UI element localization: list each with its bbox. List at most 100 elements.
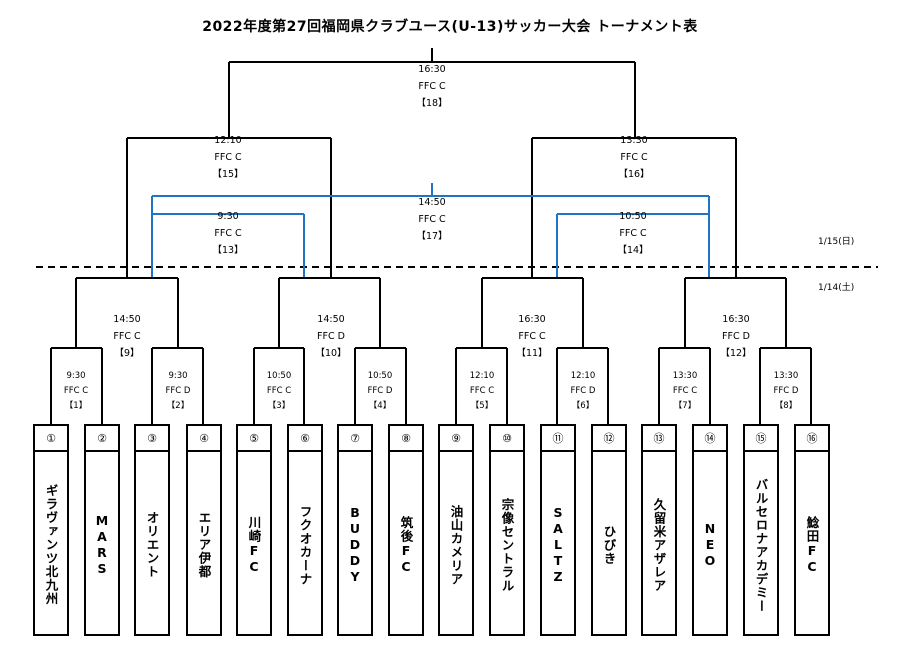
match-no: 【15】 xyxy=(212,169,243,180)
team-number: ⑦ xyxy=(350,432,360,445)
match-venue: FFC C xyxy=(619,228,647,239)
team-name-cell xyxy=(540,450,576,636)
team-name: フクオカーナ xyxy=(297,504,313,586)
team-number-cell xyxy=(438,424,474,452)
match-no: 【1】 xyxy=(65,401,87,411)
match-time: 14:50 xyxy=(317,314,344,325)
match-time: 12:10 xyxy=(470,371,495,381)
team-number-cell xyxy=(186,424,222,452)
team-name-cell xyxy=(489,450,525,636)
bracket-line-round1 xyxy=(50,347,812,425)
match-time: 12:10 xyxy=(571,371,596,381)
match-no: 【3】 xyxy=(268,401,290,411)
day-label-2: 1/15(日) xyxy=(818,236,854,247)
team-name-cell xyxy=(186,450,222,636)
match-time: 12:10 xyxy=(214,135,241,146)
page-title: 2022年度第27回福岡県クラブユース(U-13)サッカー大会 トーナメント表 xyxy=(202,19,698,35)
team-number: ② xyxy=(97,432,107,445)
match-venue: FFC D xyxy=(368,386,393,396)
team-name-cell xyxy=(287,450,323,636)
match-no: 【9】 xyxy=(114,348,139,359)
match-venue: FFC D xyxy=(571,386,596,396)
match-venue: FFC C xyxy=(113,331,141,342)
match-venue: FFC D xyxy=(722,331,750,342)
team-number: ⑥ xyxy=(300,432,310,445)
team-name: 宗像セントラル xyxy=(499,497,515,593)
match-venue: FFC D xyxy=(166,386,191,396)
team-name: MARS xyxy=(94,513,110,577)
match-time: 10:50 xyxy=(368,371,393,381)
match-time: 16:30 xyxy=(418,64,445,75)
team-name-cell xyxy=(591,450,627,636)
match-venue: FFC C xyxy=(64,386,88,396)
team-number-cell xyxy=(794,424,830,452)
match-no: 【14】 xyxy=(617,245,648,256)
team-number: ⑧ xyxy=(401,432,411,445)
team-name-cell xyxy=(134,450,170,636)
team-name-cell xyxy=(388,450,424,636)
team-number: ⑮ xyxy=(756,432,767,445)
team-name: 油山カメリア xyxy=(448,504,464,586)
team-number-cell xyxy=(337,424,373,452)
team-name-cell xyxy=(236,450,272,636)
bracket-line-final xyxy=(228,48,636,138)
match-no: 【17】 xyxy=(416,231,447,242)
match-venue: FFC C xyxy=(214,152,242,163)
team-number-cell xyxy=(388,424,424,452)
team-name-cell xyxy=(438,450,474,636)
match-venue: FFC D xyxy=(317,331,345,342)
match-venue: FFC C xyxy=(673,386,697,396)
team-number-cell xyxy=(641,424,677,452)
team-name: 川崎FC xyxy=(246,515,262,575)
team-number: ⑭ xyxy=(705,432,716,445)
team-number-cell xyxy=(692,424,728,452)
team-name-cell xyxy=(692,450,728,636)
team-name: BUDDY xyxy=(347,505,363,585)
team-number: ⑯ xyxy=(807,432,818,445)
bracket-line-third-place xyxy=(151,183,710,278)
team-number: ① xyxy=(46,432,56,445)
match-venue: FFC C xyxy=(214,228,242,239)
team-name: NEO xyxy=(702,521,718,569)
team-number: ⑬ xyxy=(654,432,665,445)
match-venue: FFC C xyxy=(470,386,494,396)
match-no: 【4】 xyxy=(369,401,391,411)
team-name: 久留米アザレア xyxy=(651,497,667,593)
match-no: 【5】 xyxy=(471,401,493,411)
match-venue: FFC C xyxy=(518,331,546,342)
match-no: 【11】 xyxy=(516,348,547,359)
team-name: 鯰田FC xyxy=(804,515,820,575)
match-time: 13:30 xyxy=(774,371,799,381)
match-no: 【2】 xyxy=(167,401,189,411)
match-time: 13:30 xyxy=(620,135,647,146)
team-number: ⑩ xyxy=(502,432,512,445)
match-no: 【16】 xyxy=(618,169,649,180)
match-venue: FFC D xyxy=(774,386,799,396)
team-number: ⑪ xyxy=(553,432,564,445)
match-time: 14:50 xyxy=(113,314,140,325)
team-name: バルセロナアカデミー xyxy=(753,477,769,613)
match-no: 【13】 xyxy=(212,245,243,256)
match-time: 9:30 xyxy=(217,211,238,222)
team-name-cell xyxy=(84,450,120,636)
team-name-cell xyxy=(33,450,69,636)
match-venue: FFC C xyxy=(418,214,446,225)
team-name-cell xyxy=(794,450,830,636)
bracket-line-round2 xyxy=(75,277,787,348)
day-label-1: 1/14(土) xyxy=(818,281,854,293)
match-no: 【6】 xyxy=(572,401,594,411)
team-number: ⑤ xyxy=(249,432,259,445)
match-time: 13:30 xyxy=(673,371,698,381)
team-name: SALTZ xyxy=(550,505,566,585)
team-number-cell xyxy=(540,424,576,452)
team-name-cell xyxy=(337,450,373,636)
match-time: 9:30 xyxy=(168,371,187,381)
team-number: ③ xyxy=(147,432,157,445)
team-number-cell xyxy=(743,424,779,452)
team-name: ひびき xyxy=(601,524,617,566)
match-time: 10:50 xyxy=(267,371,292,381)
match-no: 【10】 xyxy=(315,348,346,359)
